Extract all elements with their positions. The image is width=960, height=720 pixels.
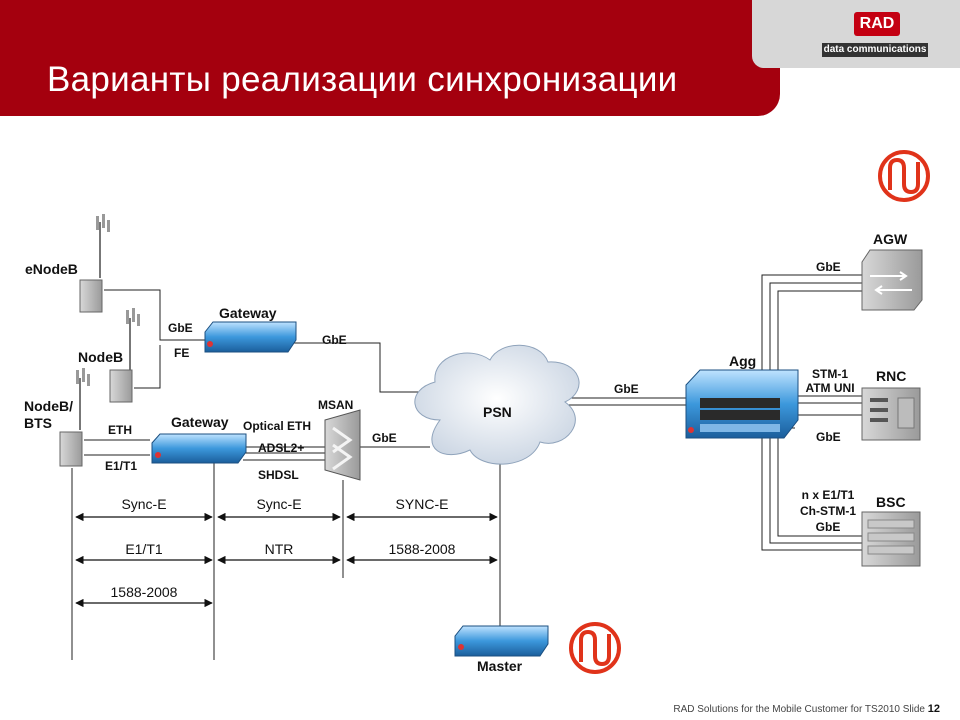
agg-label: Agg bbox=[729, 353, 757, 369]
link-label-e1t1: E1/T1 bbox=[105, 459, 138, 473]
master-label: Master bbox=[477, 658, 523, 674]
gateway-1-label: Gateway bbox=[219, 305, 277, 321]
link-label-shdsl: SHDSL bbox=[258, 468, 299, 482]
link-label-adsl: ADSL2+ bbox=[258, 441, 305, 455]
link-label-fe: FE bbox=[174, 346, 190, 360]
link-label-gbe: GbE bbox=[614, 382, 639, 396]
nodeb-bts-label: NodeB/ BTS bbox=[24, 398, 73, 431]
sync-icon bbox=[878, 150, 930, 202]
link-label-gbe: GbE bbox=[168, 321, 193, 335]
link-label-bsc-1: n x E1/T1 bbox=[801, 488, 855, 502]
sync-label: Sync-E bbox=[256, 496, 302, 512]
link-label-bsc-2: Ch-STM-1 bbox=[800, 504, 856, 518]
rad-logo-subtitle: data communications bbox=[822, 43, 928, 57]
link-label-gbe: GbE bbox=[322, 333, 347, 347]
nodeb-label: NodeB bbox=[78, 349, 124, 365]
nodeb-tower-icon bbox=[109, 308, 140, 403]
title-banner: Варианты реализации синхронизации bbox=[0, 0, 780, 116]
rnc-device bbox=[861, 387, 921, 441]
agg-device bbox=[685, 369, 799, 439]
sync-arrows bbox=[75, 512, 498, 608]
psn-label: PSN bbox=[483, 404, 512, 420]
sync-label: NTR bbox=[264, 541, 294, 557]
sync-label: 1588-2008 bbox=[388, 541, 456, 557]
slide-footer: RAD Solutions for the Mobile Customer fo… bbox=[673, 703, 940, 715]
link-label-bsc-3: GbE bbox=[815, 520, 841, 534]
gateway-1-device bbox=[204, 321, 297, 353]
gateway-2-device bbox=[151, 433, 247, 464]
msan-device bbox=[324, 409, 361, 481]
bsc-device bbox=[861, 511, 921, 567]
agw-label: AGW bbox=[873, 231, 908, 247]
line-gateway-psn bbox=[293, 342, 430, 393]
link-label-atm-uni: ATM UNI bbox=[805, 381, 855, 395]
bsc-label: BSC bbox=[876, 494, 906, 510]
sync-label: 1588-2008 bbox=[110, 584, 178, 600]
link-label-gbe: GbE bbox=[816, 430, 841, 444]
link-label-stm1: STM-1 bbox=[812, 367, 848, 381]
enodeb-tower-icon bbox=[79, 214, 110, 313]
sync-icon bbox=[569, 622, 621, 674]
sync-label: E1/T1 bbox=[125, 541, 163, 557]
msan-label: MSAN bbox=[318, 398, 354, 412]
line-enodeb-gateway bbox=[104, 289, 205, 341]
sync-label: SYNC-E bbox=[395, 496, 449, 512]
page-title: Варианты реализации синхронизации bbox=[47, 60, 678, 99]
psn-cloud bbox=[414, 344, 580, 465]
rnc-label: RNC bbox=[876, 368, 907, 384]
link-label-gbe: GbE bbox=[372, 431, 397, 445]
master-device bbox=[454, 625, 549, 657]
enodeb-label: eNodeB bbox=[25, 261, 78, 277]
gateway-2-label: Gateway bbox=[171, 414, 229, 430]
line-nodeb-gateway bbox=[134, 345, 161, 389]
footer-text: RAD Solutions for the Mobile Customer fo… bbox=[673, 704, 925, 715]
link-label-optical-eth: Optical ETH bbox=[243, 419, 312, 433]
rad-logo: RAD bbox=[854, 12, 900, 36]
link-label-gbe: GbE bbox=[816, 260, 841, 274]
slide-number: 12 bbox=[927, 703, 940, 715]
nodeb-bts-tower-icon bbox=[59, 368, 90, 467]
link-label-eth: ETH bbox=[108, 423, 132, 437]
sync-label: Sync-E bbox=[121, 496, 167, 512]
agw-device bbox=[861, 249, 923, 311]
